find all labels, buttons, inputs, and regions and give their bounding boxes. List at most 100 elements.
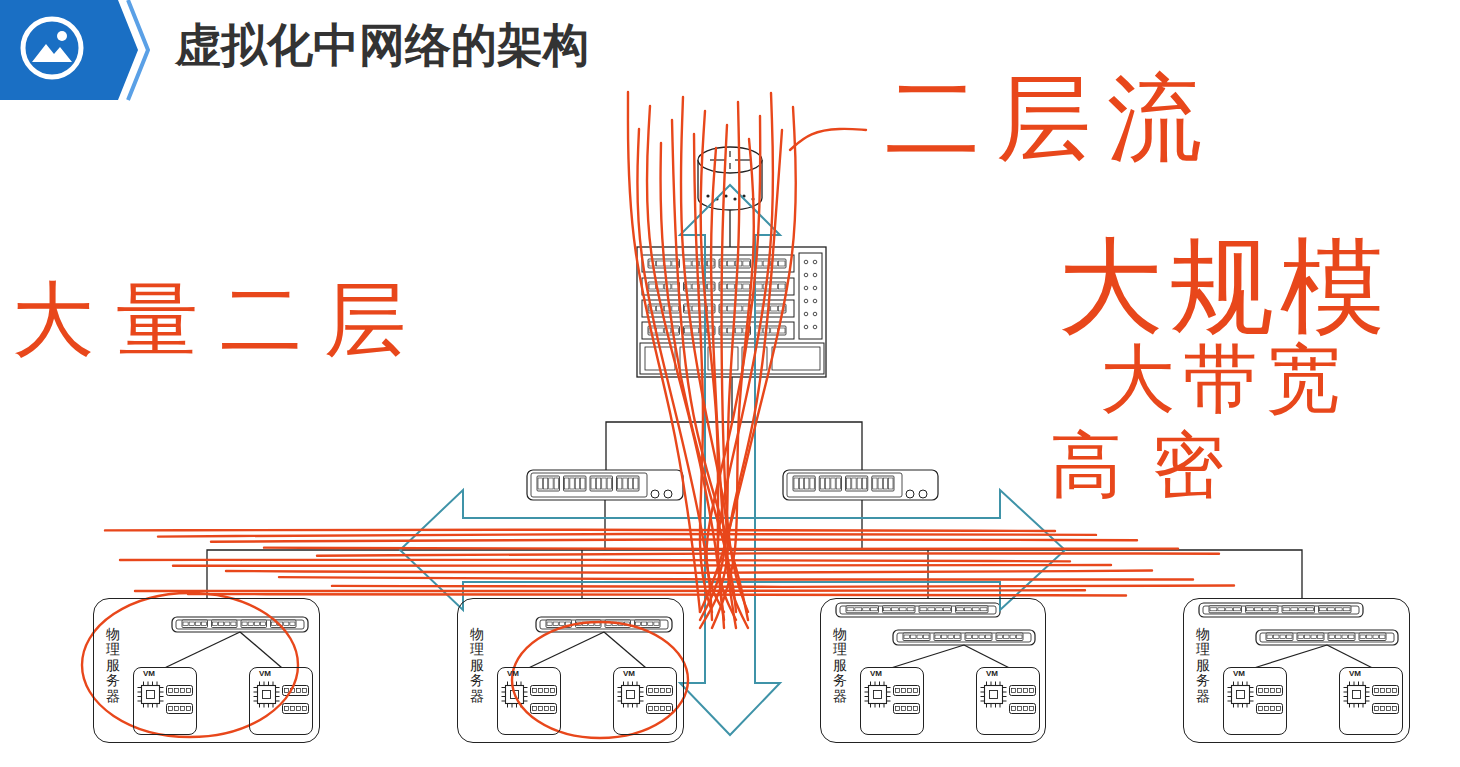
port-group bbox=[965, 633, 992, 641]
panel-led bbox=[804, 286, 808, 290]
cpu-pin bbox=[152, 704, 153, 708]
port bbox=[935, 635, 941, 639]
memory-chip bbox=[551, 689, 555, 693]
flow-stroke bbox=[188, 594, 1126, 595]
cpu-pin bbox=[1228, 701, 1232, 702]
memory-chip bbox=[1393, 707, 1397, 711]
cpu-pin bbox=[502, 692, 506, 693]
switch-panel bbox=[897, 633, 1031, 642]
port bbox=[735, 328, 742, 333]
port bbox=[553, 622, 558, 626]
cpu-chip bbox=[869, 686, 887, 704]
cpu-pin bbox=[887, 701, 891, 702]
memory-chip bbox=[187, 707, 191, 711]
physical-server: 物理服务器VMVM bbox=[1183, 598, 1410, 743]
core-wire bbox=[731, 377, 732, 422]
port bbox=[878, 478, 882, 489]
panel-led bbox=[804, 273, 808, 277]
switch-led bbox=[651, 490, 659, 498]
port bbox=[810, 478, 814, 489]
picture-icon-sun bbox=[57, 31, 67, 41]
port bbox=[778, 284, 785, 289]
cpu-pin bbox=[1349, 682, 1350, 686]
memory-chip bbox=[1375, 707, 1379, 711]
cpu-pin bbox=[1354, 682, 1355, 686]
cpu-pin bbox=[1003, 687, 1007, 688]
handwritten-note: 大规模 bbox=[1058, 235, 1391, 340]
memory-chip bbox=[285, 707, 289, 711]
cpu-pin bbox=[865, 701, 869, 702]
port bbox=[1270, 608, 1277, 611]
port bbox=[771, 284, 778, 289]
port bbox=[826, 478, 830, 489]
memory-chip bbox=[303, 689, 307, 693]
port-group bbox=[883, 606, 916, 613]
port bbox=[847, 478, 851, 489]
cpu-pin bbox=[507, 682, 508, 686]
cpu-pin bbox=[273, 704, 274, 708]
north-south-arrow bbox=[680, 185, 780, 735]
port bbox=[891, 608, 898, 611]
vm-label: VM bbox=[986, 670, 998, 678]
cpu-pin bbox=[148, 682, 149, 686]
cpu-pin bbox=[1366, 696, 1370, 697]
port-group bbox=[846, 476, 868, 491]
cpu-pin bbox=[991, 682, 992, 686]
cpu-pin bbox=[160, 692, 164, 693]
vm-label: VM bbox=[623, 670, 635, 678]
flow-stroke bbox=[158, 534, 1096, 537]
cpu-pin bbox=[264, 704, 265, 708]
switch-panel bbox=[840, 606, 996, 614]
cpu-core bbox=[990, 691, 998, 699]
port bbox=[284, 622, 289, 626]
port bbox=[1320, 608, 1327, 611]
switch-panel bbox=[1203, 606, 1359, 614]
memory-chip bbox=[1271, 689, 1275, 693]
cpu-pin bbox=[618, 701, 622, 702]
cpu-pin bbox=[618, 692, 622, 693]
cpu-pin bbox=[986, 704, 987, 708]
cpu-pin bbox=[640, 687, 644, 688]
port bbox=[565, 478, 569, 489]
virtual-switch bbox=[172, 617, 308, 632]
vm-link bbox=[604, 632, 646, 668]
port-group bbox=[617, 476, 640, 491]
switch-body bbox=[783, 470, 938, 500]
line-card bbox=[642, 300, 794, 317]
router-arrow bbox=[735, 159, 750, 160]
cpu-pin bbox=[148, 704, 149, 708]
port bbox=[596, 478, 600, 489]
cpu-core bbox=[627, 691, 635, 699]
memory-chip bbox=[1393, 689, 1397, 693]
port bbox=[743, 284, 750, 289]
cpu-pin bbox=[254, 692, 258, 693]
switch-led bbox=[664, 490, 672, 498]
port-group bbox=[819, 476, 841, 491]
port bbox=[1373, 635, 1379, 639]
memory-chip bbox=[181, 689, 185, 693]
port bbox=[672, 306, 679, 311]
cpu-pin bbox=[870, 704, 871, 708]
memory-chip bbox=[661, 707, 665, 711]
port bbox=[213, 622, 218, 626]
cpu-pin bbox=[152, 682, 153, 686]
cpu-pin bbox=[623, 682, 624, 686]
cpu-pin bbox=[1250, 687, 1254, 688]
port bbox=[1307, 608, 1314, 611]
port bbox=[554, 478, 558, 489]
cpu-pin bbox=[628, 704, 629, 708]
cpu-pin bbox=[160, 701, 164, 702]
port bbox=[1327, 608, 1334, 611]
panel-led bbox=[804, 325, 808, 329]
cpu-core bbox=[1237, 691, 1245, 699]
port bbox=[972, 608, 979, 611]
cpu-pin bbox=[618, 696, 622, 697]
port bbox=[966, 635, 972, 639]
vm-link bbox=[1256, 645, 1328, 668]
vm-label: VM bbox=[1233, 670, 1245, 678]
port-group bbox=[182, 620, 208, 628]
cpu-pin bbox=[524, 701, 528, 702]
flow-stroke bbox=[317, 553, 1219, 556]
memory-chip bbox=[655, 689, 659, 693]
flow-stroke bbox=[279, 577, 1193, 580]
